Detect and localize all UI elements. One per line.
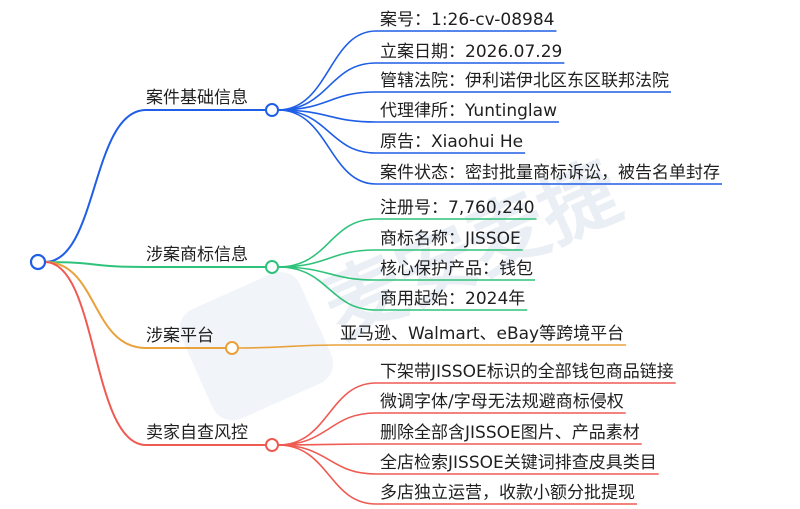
leaf-connector: [277, 30, 377, 111]
nodes: 案件基础信息 案号：1:26-cv-08984 立案日期：2026.07.29 管辖法…: [29, 10, 720, 503]
watermark-logo-icon: [179, 271, 334, 421]
leaf-label[interactable]: 全店检索JISSOE关键词排查皮具类目: [380, 453, 657, 473]
branch-toggle-node[interactable]: [225, 341, 239, 355]
leaf-connector: [277, 249, 377, 268]
leaf-connector: [277, 443, 377, 446]
connector-lines: [44, 30, 722, 505]
leaf-label[interactable]: 微调字体/字母无法规避商标侵权: [380, 392, 624, 412]
leaf-label[interactable]: 案号：1:26-cv-08984: [380, 10, 554, 30]
leaf-label[interactable]: 代理律所：Yuntinglaw: [380, 101, 557, 121]
leaf-label[interactable]: 案件状态：密封批量商标诉讼，被告名单封存: [380, 163, 720, 183]
branch-connector: [44, 109, 147, 263]
branch-label[interactable]: 涉案商标信息: [146, 245, 248, 265]
leaf-label[interactable]: 亚马逊、Walmart、eBay等跨境平台: [340, 324, 624, 344]
branch-toggle-node[interactable]: [265, 103, 279, 117]
branch-label[interactable]: 案件基础信息: [146, 88, 248, 108]
leaf-connector: [277, 109, 377, 154]
leaf-label[interactable]: 下架带JISSOE标识的全部钱包商品链接: [380, 362, 674, 382]
leaf-connector: [277, 266, 377, 281]
leaf-connector: [277, 218, 377, 268]
branch-label[interactable]: 卖家自查风控: [146, 423, 248, 443]
branch-connector: [44, 261, 147, 446]
branch-toggle-node[interactable]: [265, 438, 279, 452]
branch-connector: [44, 261, 147, 268]
branch-toggle-node[interactable]: [265, 260, 279, 274]
leaf-label[interactable]: 多店独立运营，收款小额分批提现: [380, 483, 635, 503]
leaf-label[interactable]: 商用起始：2024年: [380, 289, 525, 309]
leaf-connector: [237, 344, 337, 349]
root-node[interactable]: [29, 253, 47, 271]
leaf-label[interactable]: 商标名称：JISSOE: [380, 229, 521, 249]
leaf-label[interactable]: 原告：Xiaohui He: [380, 132, 523, 152]
leaf-connector: [277, 109, 377, 185]
leaf-connector: [277, 382, 377, 446]
leaf-connector: [277, 266, 377, 311]
leaf-connector: [277, 91, 377, 111]
leaf-connector: [277, 109, 377, 123]
leaf-label[interactable]: 管辖法院：伊利诺伊北区东区联邦法院: [380, 71, 669, 91]
leaf-connector: [277, 444, 377, 475]
branch-label[interactable]: 涉案平台: [146, 326, 214, 346]
leaf-connector: [277, 412, 377, 446]
leaf-label[interactable]: 删除全部含JISSOE图片、产品素材: [380, 423, 640, 443]
leaf-label[interactable]: 立案日期：2026.07.29: [380, 42, 562, 62]
branch-connector: [44, 261, 147, 349]
leaf-connector: [277, 444, 377, 505]
leaf-label[interactable]: 核心保护产品：钱包: [380, 259, 533, 279]
leaf-label[interactable]: 注册号：7,760,240: [380, 198, 535, 218]
leaf-connector: [277, 62, 377, 111]
